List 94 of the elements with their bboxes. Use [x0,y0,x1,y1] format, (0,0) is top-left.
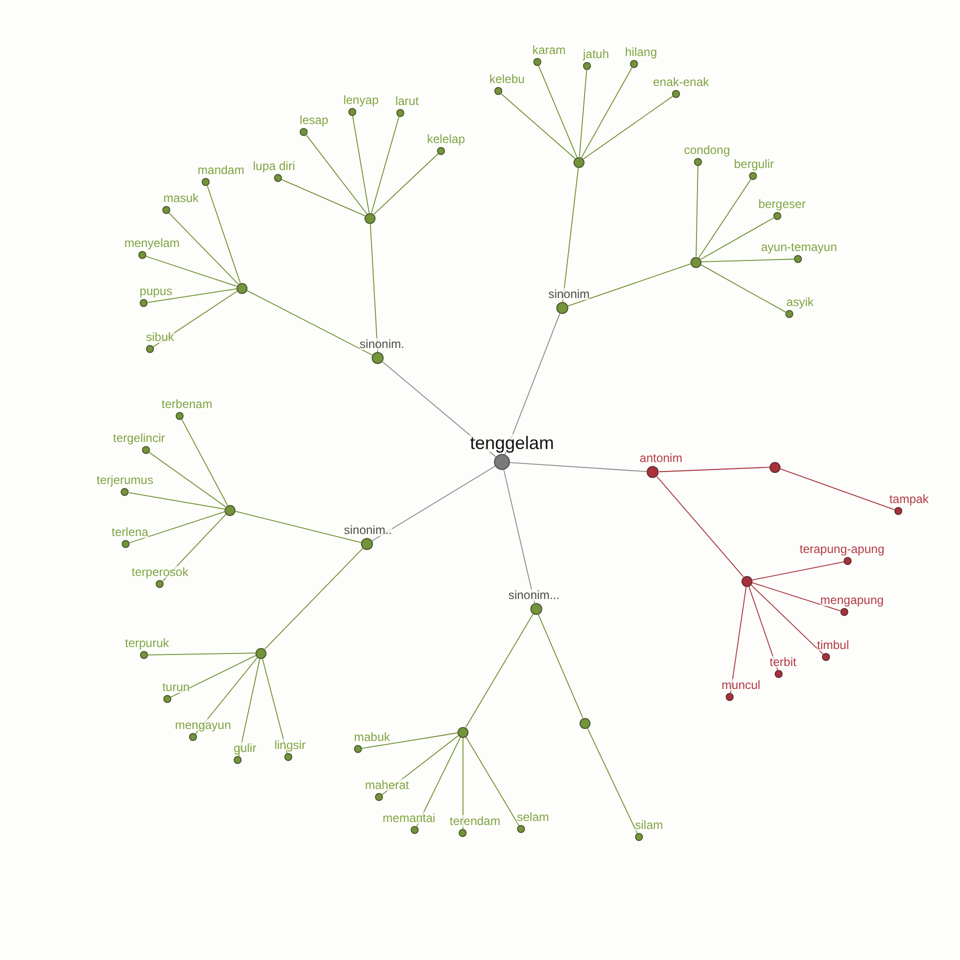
word-label: lupa diri [252,160,296,172]
connector-line [538,614,584,718]
word-label: selam [517,811,549,823]
word-label: terendam [450,815,500,827]
word-label: maherat [364,779,410,791]
word-label: menyelam [124,237,180,249]
word-label: hilang [624,46,658,58]
connector-line [586,728,638,834]
connector-line [148,652,256,656]
connector-line [510,462,648,472]
connector-line [780,468,895,510]
word-label: karam [532,44,566,56]
word-label: sibuk [146,331,174,343]
word-label: kelelap [426,133,466,145]
word-label: bergulir [734,158,774,170]
connector-line [730,586,747,694]
connector-line [370,223,378,352]
connector-line [698,178,752,258]
connector-line [170,654,256,698]
connector-line [168,212,239,284]
word-label: terperosok [132,566,188,578]
root-word-label: tenggelam [470,434,554,452]
word-label: mengayun [174,719,232,731]
word-label: jatuh [582,48,610,60]
relation-label: sinonim. [360,338,404,350]
connector-line [462,737,464,830]
word-label: condong [684,144,730,156]
word-label: asyik [786,296,814,308]
connector-line [128,492,226,510]
connector-line [352,116,370,214]
connector-line [148,452,226,508]
connector-line [374,153,439,215]
connector-line [148,288,238,303]
connector-line [538,65,578,158]
connector-line [562,167,579,302]
relation-label: antonim [640,452,682,464]
connector-line [372,466,496,542]
connector-line [567,263,692,306]
connector-line [579,70,588,157]
word-label: lenyap [343,94,379,106]
connector-line [656,476,744,578]
word-label: ayun-temayun [760,241,838,253]
word-label: terbit [770,656,796,668]
word-label: memantai [382,812,436,824]
connector-line [581,67,632,158]
word-label: kelebu [489,73,525,85]
connector-line [700,218,774,260]
word-label: gulir [234,742,256,754]
word-label: bergeser [758,198,806,210]
word-label: mandam [198,164,244,176]
connector-line [234,510,362,543]
word-label: terpuruk [124,637,170,649]
relation-label: sinonim [548,288,590,300]
word-label: tampak [889,493,929,505]
word-label: terbenam [162,398,212,410]
connector-line [750,584,824,655]
word-label: larut [395,95,419,107]
connector-line [500,93,576,159]
connector-line [246,290,374,356]
word-label: silam [635,819,663,831]
connector-line [362,732,458,749]
connector-line [129,511,226,544]
connector-line [371,116,400,214]
word-label: turun [162,681,190,693]
connector-line [658,466,770,472]
connector-line [238,658,260,757]
connector-line [465,614,534,728]
connector-line [145,256,238,287]
word-label: lesap [300,114,328,126]
connector-line [696,166,698,257]
word-label: masuk [163,192,199,204]
connector-line [752,582,841,612]
connector-line [503,469,536,604]
connector-line [700,264,786,312]
word-label: terlena [112,526,148,538]
word-label: tergelincir [112,432,166,444]
relation-label: sinonim.. [344,524,392,536]
connector-line [281,179,366,216]
word-label: enak-enak [652,76,710,88]
connector-line [583,96,674,160]
connector-line [181,419,228,506]
word-label: timbul [817,639,849,651]
connector-line [465,736,520,826]
connector-line [752,561,845,580]
connector-line [206,185,241,284]
connector-line [264,548,364,650]
word-label: terapung-apung [800,543,884,555]
word-label: mabuk [354,731,390,743]
word-label: lingsir [274,739,306,751]
word-label: terjerumus [96,474,154,486]
word-label: muncul [722,679,760,691]
relation-label: sinonim... [508,589,560,601]
connector-line [262,658,288,754]
connector-line [306,134,368,214]
